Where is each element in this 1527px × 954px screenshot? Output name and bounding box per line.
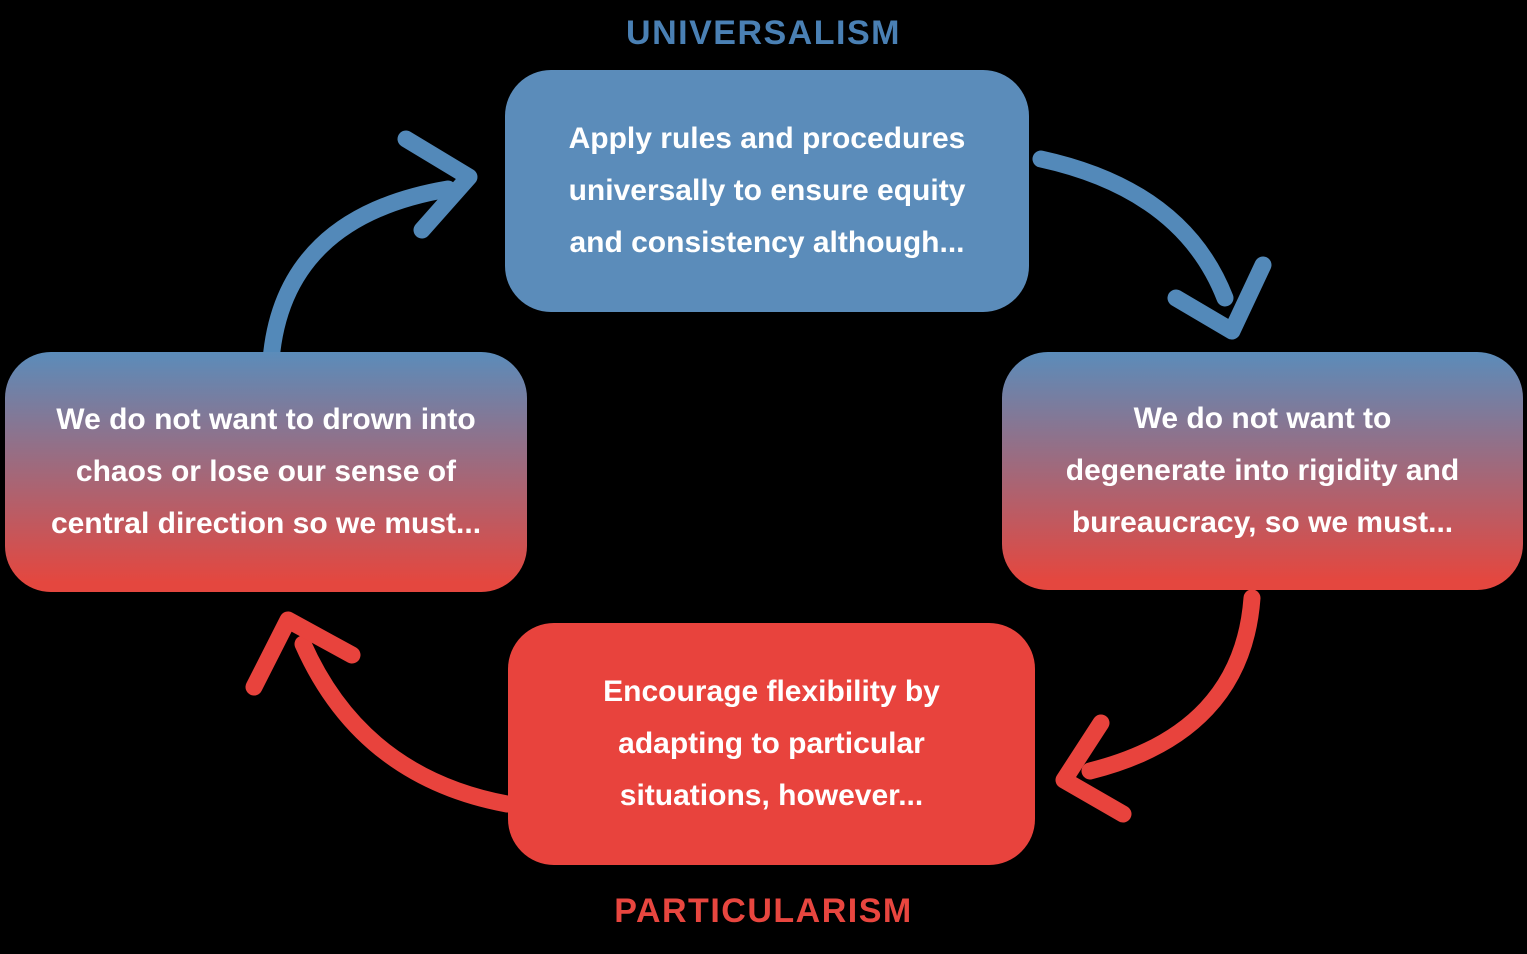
box-particularism-action: Encourage flexibility by adapting to par… [508,623,1035,865]
curved-arrow-right-to-bottom-icon [1055,589,1261,823]
box-chaos-warning: We do not want to drown into chaos or lo… [5,352,527,592]
curved-arrow-left-to-top-icon [262,130,478,369]
box-rigidity-warning-text: We do not want to degenerate into rigidi… [1065,402,1460,539]
box-universalism-action-text: Apply rules and procedures universally t… [568,122,966,259]
curved-arrow-bottom-to-left-icon [245,611,516,813]
box-chaos-warning-text: We do not want to drown into chaos or lo… [50,403,482,540]
curved-arrow-top-to-right-icon [1032,150,1272,340]
box-universalism-action: Apply rules and procedures universally t… [505,70,1029,312]
particularism-label: PARTICULARISM [614,892,913,930]
box-particularism-action-text: Encourage flexibility by adapting to par… [603,675,940,812]
box-rigidity-warning: We do not want to degenerate into rigidi… [1002,352,1523,590]
universalism-label: UNIVERSALISM [626,14,901,52]
